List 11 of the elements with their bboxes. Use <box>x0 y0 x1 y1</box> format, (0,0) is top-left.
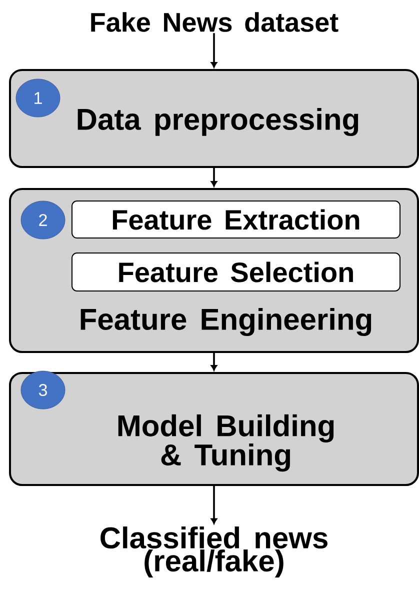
arrow <box>210 33 218 68</box>
arrow <box>210 353 218 371</box>
flow-label: Classified news (real/fake) <box>100 526 328 578</box>
step-number: 2 <box>20 200 66 240</box>
flow-label: Fake News dataset <box>91 12 338 32</box>
step-number: 1 <box>16 78 60 118</box>
step-box: Feature Selection <box>72 252 400 292</box>
arrow <box>210 486 218 524</box>
step-box: Feature Extraction <box>72 200 400 238</box>
arrow <box>210 168 218 187</box>
step-number: 3 <box>20 370 66 410</box>
